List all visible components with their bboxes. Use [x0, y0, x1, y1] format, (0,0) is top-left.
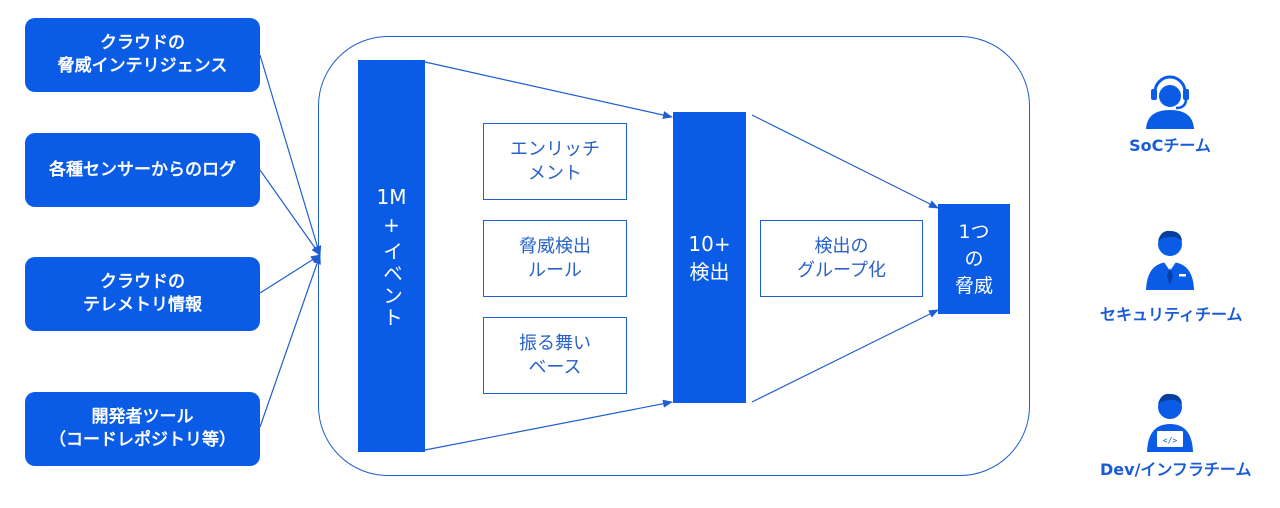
source-arrow-1 — [259, 54, 322, 256]
funnel-top-2 — [751, 114, 939, 209]
svg-text:</>: </> — [1163, 436, 1178, 445]
funnel-top-1 — [424, 61, 673, 119]
headset-person-icon — [1146, 75, 1194, 129]
step-label-line: メント — [528, 162, 582, 184]
single-threat-bar: 1つ の 脅威 — [938, 204, 1010, 314]
source-arrow-3 — [259, 254, 321, 294]
step-behavior-based: 振る舞い ベース — [483, 317, 627, 394]
step-detection-rules: 脅威検出 ルール — [483, 220, 627, 297]
pipeline-frame — [318, 36, 1030, 476]
events-count: 1M — [376, 185, 407, 209]
grouping-label-line: 検出の — [814, 235, 869, 257]
step-label-line: 振る舞い — [519, 332, 591, 354]
source-label-line: 脅威インテリジェンス — [57, 56, 228, 76]
source-arrow-2 — [259, 169, 321, 256]
source-label-line: テレメトリ情報 — [83, 295, 202, 315]
persona-soc-team: SoCチーム — [1100, 68, 1240, 156]
detections-count: 10+ — [688, 231, 731, 256]
step-enrichment: エンリッチ メント — [483, 123, 627, 200]
events-plus: + — [383, 213, 400, 237]
threat-label-line: 1つ — [958, 220, 990, 243]
source-label-line: （コードレポジトリ等） — [49, 430, 236, 450]
persona-label: セキュリティチーム — [1100, 305, 1243, 324]
source-label-line: 各種センサーからのログ — [49, 159, 236, 180]
source-threat-intelligence: クラウドの 脅威インテリジェンス — [25, 18, 260, 92]
step-label-line: ルール — [528, 259, 582, 281]
funnel-bottom-2 — [751, 309, 939, 403]
events-bar: 1M + イベント — [358, 60, 425, 452]
step-label-line: エンリッチ — [510, 138, 600, 160]
step-label-line: 脅威検出 — [519, 235, 591, 257]
persona-security-team: セキュリティチーム — [1100, 227, 1243, 325]
persona-dev-infra-team: </> Dev/インフラチーム — [1100, 390, 1252, 480]
events-label: イベント — [379, 241, 404, 329]
persona-label: SoCチーム — [1129, 136, 1211, 155]
source-arrow-4 — [259, 254, 321, 428]
detections-label: 検出 — [689, 259, 730, 284]
source-cloud-telemetry: クラウドの テレメトリ情報 — [25, 257, 260, 331]
source-label-line: クラウドの — [100, 272, 185, 292]
grouping-label-line: グループ化 — [797, 259, 886, 281]
step-label-line: ベース — [528, 356, 582, 378]
source-sensor-logs: 各種センサーからのログ — [25, 133, 260, 207]
business-person-icon — [1146, 230, 1194, 290]
threat-label-line: 脅威 — [954, 274, 993, 297]
threat-label-line: の — [964, 247, 984, 270]
step-detection-grouping: 検出の グループ化 — [760, 220, 923, 297]
funnel-bottom-1 — [424, 399, 673, 451]
source-developer-tools: 開発者ツール （コードレポジトリ等） — [25, 392, 260, 466]
source-label-line: 開発者ツール — [91, 407, 194, 427]
detections-bar: 10+ 検出 — [673, 112, 746, 403]
source-label-line: クラウドの — [100, 33, 185, 53]
developer-laptop-icon: </> — [1147, 393, 1193, 452]
persona-label: Dev/インフラチーム — [1100, 460, 1252, 479]
